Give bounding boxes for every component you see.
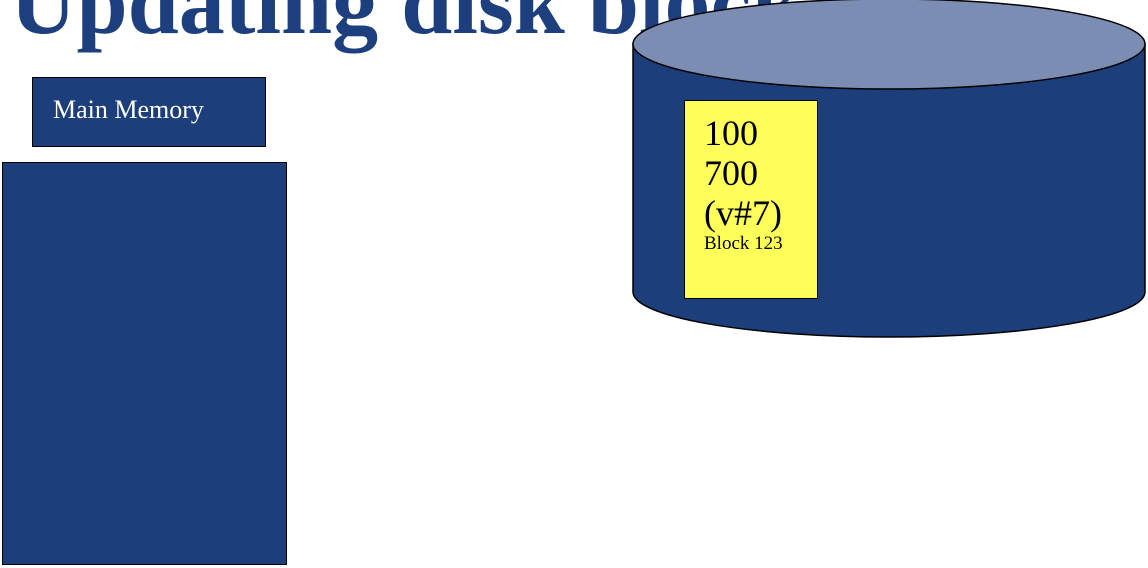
block-version: (v#7) <box>704 193 782 233</box>
block-value-1: 100 <box>704 113 758 153</box>
block-label: Block 123 <box>704 233 783 254</box>
disk-top <box>632 0 1146 90</box>
main-memory-box <box>2 162 287 565</box>
main-memory-label: Main Memory <box>32 77 266 147</box>
block-value-2: 700 <box>704 153 758 193</box>
disk-block: 100 700 (v#7) Block 123 <box>684 100 818 299</box>
main-memory-label-text: Main Memory <box>53 95 204 124</box>
